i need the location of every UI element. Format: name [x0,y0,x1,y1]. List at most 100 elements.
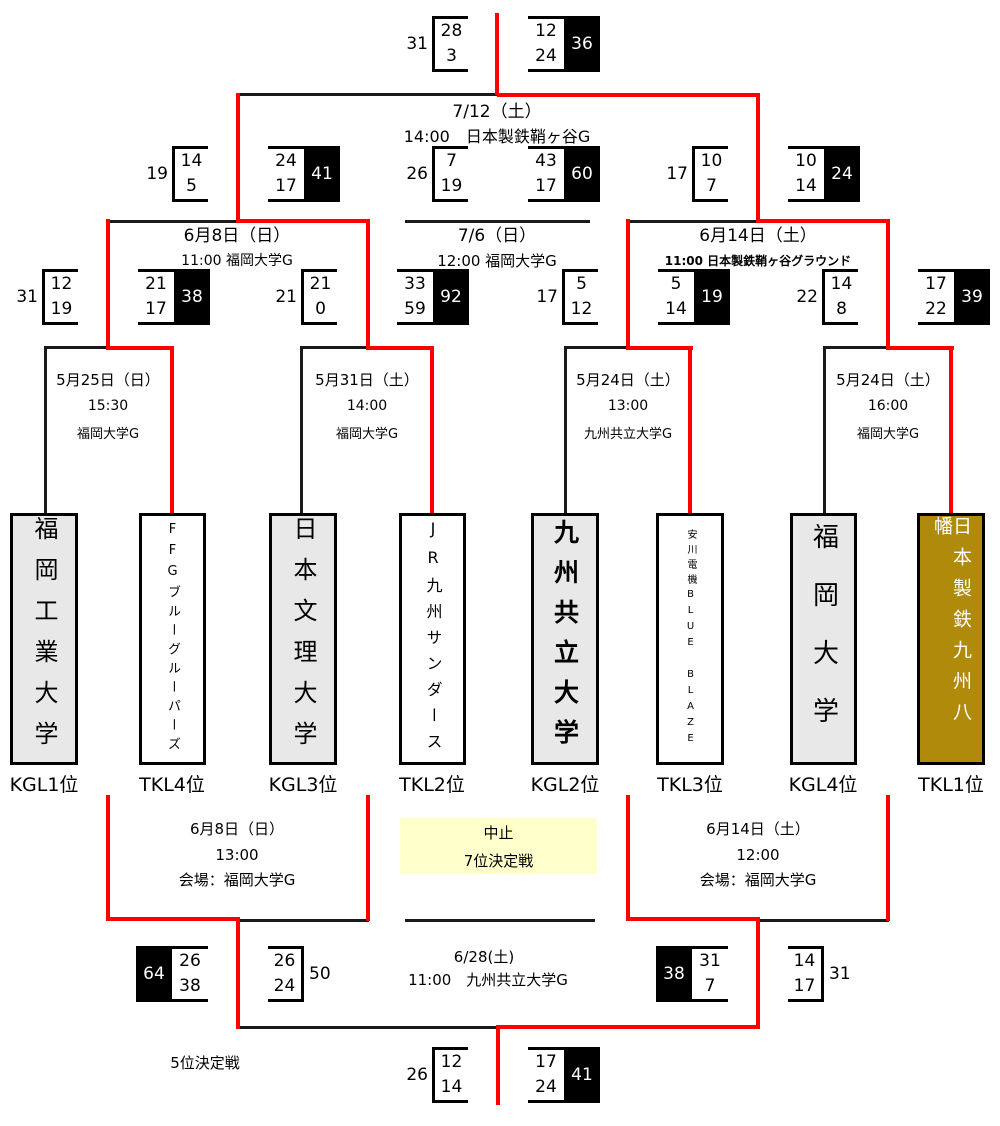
semi-right-line-left [627,220,759,223]
qf-c-time: 13:00 [607,398,649,414]
seed-label-3: KGL3位 [268,774,338,796]
team-drop-2 [170,346,174,513]
team-name: 日本文理大学 [289,516,317,762]
seed-label-4: TKL2位 [399,774,465,796]
consol-desc-4 [886,795,890,921]
qf-d-date: 5月24日（土） [836,371,940,389]
consol-left-date: 6月8日（日） [189,820,285,838]
qf-b-date: 5月31日（土） [315,371,419,389]
fifth-place-info: 11:00 九州共立大学G [408,971,568,989]
team-box-fukuoka-univ: 福岡大学 [790,513,857,765]
team-drop-1 [44,346,47,513]
seventh-place-line [405,919,595,922]
third-place-line [405,220,590,223]
winner-total: 36 [564,16,600,72]
final-info: 14:00 日本製鉄鞘ヶ谷G [403,127,591,146]
consol-left-time: 13:00 [215,846,259,864]
qf-a-venue: 福岡大学G [76,427,140,442]
team-name: JR九州サンダース [423,519,443,759]
team-drop-8 [949,346,953,513]
fifth-place-date: 6/28(土) [453,948,515,966]
fifth-winner-down [496,1025,500,1105]
team-name: 日本製鉄九州八幡 [931,516,972,733]
consol-right-date: 6月14日（土） [706,820,810,838]
team-drop-5 [564,346,567,513]
qf-b-time: 14:00 [346,398,388,414]
team-name: 安川電機BLUE BLAZE [685,529,696,749]
final-line-left [237,93,498,96]
team-box-ffg-blue-groupers: FFGブルーグルーパーズ [139,513,206,765]
seed-label-6: TKL3位 [657,774,723,796]
team-box-nippon-steel-yawata-champion: 日本製鉄九州八幡 [917,513,985,765]
consol-right-venue: 会場：福岡大学G [699,871,817,889]
team-box-fukuoka-kogyo-univ: 福岡工業大学 [10,513,78,765]
qf-c-line-right [626,346,693,350]
team-drop-4 [430,346,434,513]
consol-desc-2 [366,795,370,921]
team-drop-3 [300,346,303,513]
fifth-place-label: 5位決定戦 [170,1054,240,1072]
team-box-yaskawa-blue-blaze: 安川電機BLUE BLAZE [656,513,724,765]
qf-b-winner-up [366,219,370,349]
third-info: 12:00 福岡大学G [437,252,557,270]
semi-left-line-right [236,219,369,223]
consol-right-line-right [759,919,889,922]
qf-a-time: 15:30 [87,398,129,414]
consol-left-line-right [239,919,369,922]
consol-desc-3 [626,795,630,921]
consol-right-winner-down [756,917,760,1029]
seventh-place-cancelled-box: 中止 7位決定戦 [400,818,597,874]
qf-a-date: 5月25日（日） [56,371,160,389]
semi-right-info: 11:00 日本製鉄鞘ヶ谷グラウンド [664,254,852,268]
qf-c-line-left [564,346,629,349]
final-line-right [497,93,759,97]
qf-d-line-left [823,346,889,349]
final-date: 7/12（土） [452,102,542,122]
consol-right-time: 12:00 [736,846,780,864]
semi-left-info: 11:00 福岡大学G [181,253,293,269]
qf-b-line-left [300,346,368,349]
semi-right-date: 6月14日（土） [699,226,817,246]
qf-d-time: 16:00 [867,398,909,414]
consol-left-line-left [106,917,240,921]
consol-left-venue: 会場：福岡大学G [178,871,296,889]
qf-a-line-right [106,346,174,350]
qf-a-line-left [44,346,109,349]
qf-b-venue: 福岡大学G [335,427,399,442]
fifth-line-left [237,1026,499,1029]
consol-right-line-left [626,917,760,921]
semi-left-line-left [107,220,239,223]
qf-d-line-right [886,346,954,350]
third-date: 7/6（日） [457,226,537,246]
seed-label-1: KGL1位 [9,774,79,796]
qf-c-venue: 九州共立大学G [583,427,673,442]
team-drop-7 [823,346,826,513]
champion-up-line [495,13,499,95]
team-box-nihon-bunri-univ: 日本文理大学 [269,513,337,765]
team-name: 福岡工業大学 [30,516,58,762]
team-box-kyushu-kyoritsu-univ: 九州共立大学 [531,513,599,765]
seed-label-5: KGL2位 [530,774,600,796]
